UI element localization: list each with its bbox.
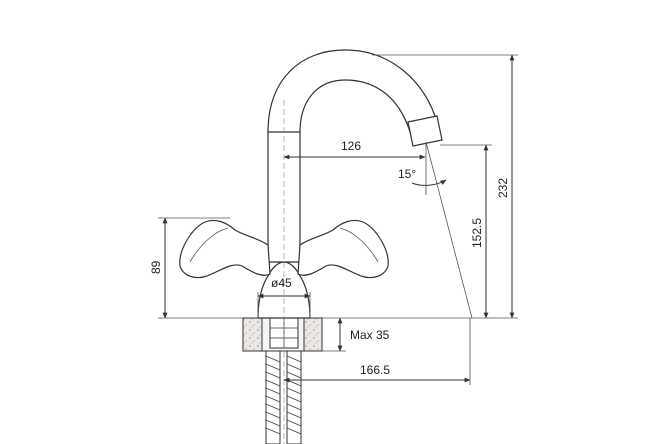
dim-total-height: 232 — [372, 54, 518, 319]
dim-base-diameter: ø45 — [257, 276, 311, 318]
dim-outlet-height: 152.5 — [440, 144, 492, 319]
svg-text:89: 89 — [149, 260, 163, 274]
dim-supply-length: 166.5 — [283, 318, 471, 385]
dim-max-thickness: Max 35 — [322, 317, 390, 352]
svg-text:232: 232 — [496, 178, 510, 198]
svg-text:Max 35: Max 35 — [350, 328, 390, 342]
dim-spout-reach: 126 — [283, 139, 426, 160]
svg-text:152.5: 152.5 — [470, 218, 484, 248]
svg-text:ø45: ø45 — [271, 276, 292, 290]
right-handle — [297, 219, 389, 279]
svg-text:126: 126 — [341, 139, 361, 153]
svg-text:15°: 15° — [398, 167, 416, 181]
svg-text:166.5: 166.5 — [360, 363, 390, 377]
dim-angle: 15° — [398, 141, 473, 319]
supply-hoses — [265, 317, 302, 444]
spout — [267, 49, 439, 133]
left-handle — [179, 219, 271, 279]
dim-handle-height: 89 — [149, 217, 230, 319]
aerator — [407, 115, 443, 147]
